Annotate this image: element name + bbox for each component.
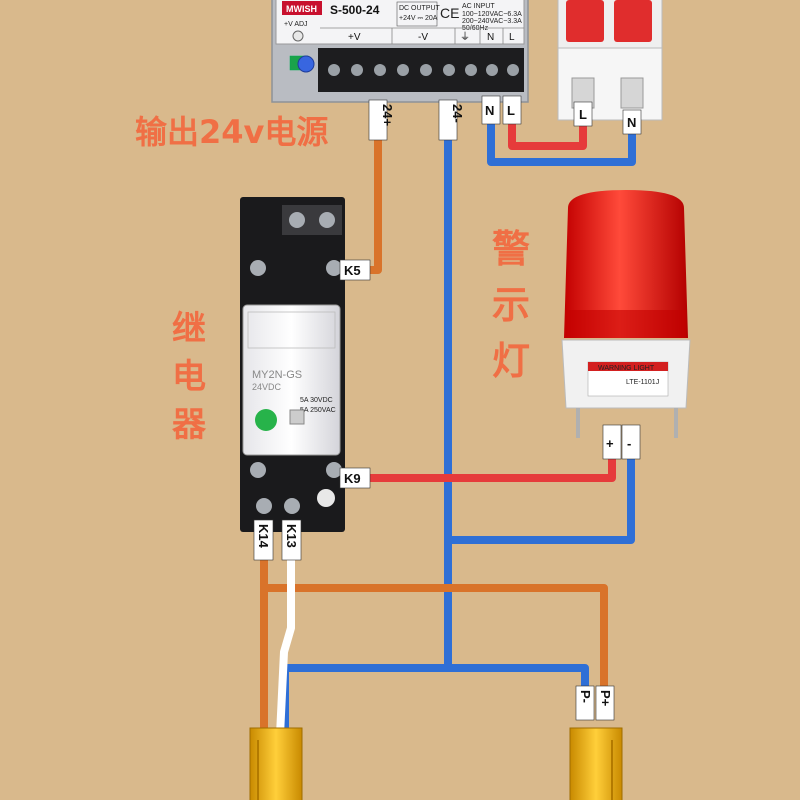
warning-light: WARNING LIGHT LTE-1101J + - — [561, 190, 691, 460]
psu-terminal-l: L — [509, 32, 515, 43]
psu-terminal-n: N — [487, 32, 494, 43]
svg-text:CE: CE — [440, 5, 459, 21]
warning-caption-char-2: 示 — [492, 283, 530, 327]
psu-dc-output-value: +24V ⎓ 20A — [399, 15, 438, 22]
psu-adj-knob-icon — [292, 30, 304, 42]
relay-rating2: 5A 250VAC — [300, 407, 336, 414]
sensor-tag-p-plus: P+ — [598, 690, 613, 707]
warning-light-plate-title: WARNING LIGHT — [598, 365, 655, 372]
warning-light-plate-model: LTE-1101J — [626, 379, 659, 386]
sensor-tags: P- P+ — [575, 685, 615, 721]
relay-socket-screws-top — [250, 205, 342, 276]
psu-ac-input-line3: 50/60Hz — [462, 25, 489, 32]
relay-caption-char-1: 继 — [172, 309, 206, 349]
relay: MY2N-GS 24VDC 5A 30VDC 5A 250VAC K5 K9 K… — [240, 197, 371, 561]
breaker-label-l: L — [579, 107, 587, 122]
relay-led-icon — [255, 409, 277, 431]
sensor-receiver — [249, 727, 303, 800]
power-supply: MWISH S-500-24 DC OUTPUT +24V ⎓ 20A CE A… — [271, 0, 529, 103]
tag-24-plus: 24+ — [380, 104, 395, 126]
psu-ac-input-label: AC INPUT — [462, 3, 495, 10]
breaker-label-n: N — [627, 115, 636, 130]
wire-p-minus — [448, 664, 589, 688]
psu-terminal-header: +V -V ⏚ N L — [320, 27, 524, 44]
psu-ac-input-line1: 100~120VAC~6.3A — [462, 11, 522, 18]
relay-tag-k14: K14 — [256, 524, 271, 549]
wire-k9 — [352, 448, 616, 482]
wire-light-minus — [448, 448, 635, 544]
wire-k13 — [276, 510, 295, 736]
tag-24-minus: 24- — [450, 104, 465, 123]
tag-l: L — [507, 103, 515, 118]
power-supply-caption: 输出24v电源 — [135, 113, 328, 151]
sensor-emitter — [569, 727, 623, 800]
warning-light-minus: - — [627, 436, 631, 451]
tag-n: N — [485, 103, 494, 118]
relay-voltage: 24VDC — [252, 382, 282, 392]
psu-brand: MWISH — [286, 4, 317, 14]
relay-tag-k13: K13 — [284, 524, 299, 548]
relay-rating1: 5A 30VDC — [300, 397, 333, 404]
psu-terminal-ground: ⏚ — [460, 31, 470, 43]
relay-tag-k9: K9 — [344, 471, 361, 486]
psu-screws — [328, 64, 519, 76]
wire-sensor-left-blue — [281, 664, 448, 735]
psu-adj-label: +V ADJ — [284, 21, 308, 28]
psu-model: S-500-24 — [330, 3, 380, 17]
relay-caption-char-2: 电 — [172, 357, 206, 397]
warning-caption-char-1: 警 — [492, 227, 530, 271]
psu-terminal-plus-v: +V — [348, 32, 361, 43]
circuit-breaker: L N — [557, 0, 663, 135]
sensor-tag-p-minus: P- — [578, 690, 593, 703]
relay-caption-char-3: 器 — [172, 405, 207, 445]
relay-tag-k5: K5 — [344, 263, 361, 278]
warning-caption-char-3: 灯 — [492, 339, 530, 383]
psu-ac-input-line2: 200~240VAC~3.3A — [462, 18, 522, 25]
psu-dc-output-label: DC OUTPUT — [399, 5, 441, 12]
relay-socket-screws-bottom — [250, 462, 342, 514]
warning-light-plus: + — [606, 436, 614, 451]
warning-light-dome — [564, 190, 688, 338]
psu-terminal-minus-v: -V — [418, 32, 428, 43]
relay-model: MY2N-GS — [252, 369, 302, 381]
psu-wire-tags: 24+ 24- N L — [368, 95, 522, 141]
relay-caption: 继 电 器 — [172, 309, 207, 445]
warning-light-caption: 警 示 灯 — [492, 227, 530, 383]
